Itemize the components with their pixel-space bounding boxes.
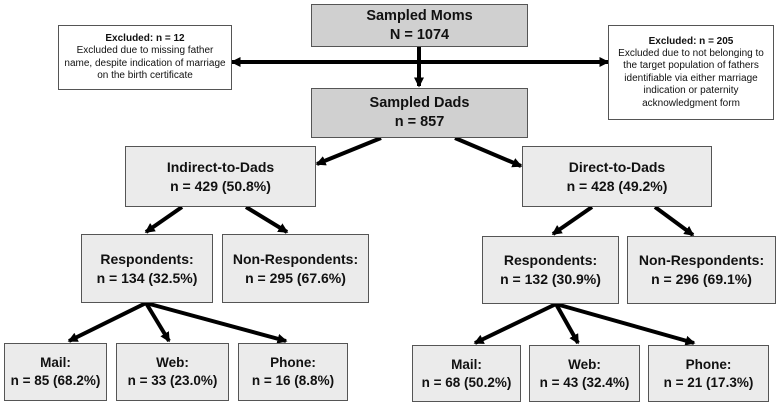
arrow-dir-resp-to-web (554, 303, 580, 345)
indirect-web-title: Web: (156, 355, 189, 370)
arrow-direct-to-respondents (551, 205, 594, 236)
direct-web-title: Web: (568, 356, 601, 372)
indirect-mail-title: Mail: (40, 355, 71, 370)
sampled-dads-box: Sampled Dads n = 857 (311, 88, 528, 138)
indirect-phone-title: Phone: (270, 355, 316, 370)
indirect-mail-count: n = 85 (68.2%) (10, 373, 101, 388)
arrow-dads-to-indirect (315, 136, 382, 166)
indirect-phone-box: Phone: n = 16 (8.8%) (238, 343, 348, 401)
direct-respondents-title: Respondents: (503, 252, 598, 268)
sampled-dads-title: Sampled Dads (369, 95, 470, 111)
arrow-indirect-to-nonrespondents (244, 205, 289, 234)
direct-nonrespondents-title: Non-Respondents: (638, 252, 765, 268)
indirect-to-dads-box: Indirect-to-Dads n = 429 (50.8%) (125, 146, 316, 207)
sampled-dads-count: n = 857 (394, 114, 445, 130)
excluded-left-text: Excluded due to missing father name, des… (64, 45, 226, 82)
direct-count: n = 428 (49.2%) (566, 177, 668, 194)
direct-respondents-count: n = 132 (30.9%) (500, 271, 601, 287)
direct-nonrespondents-count: n = 296 (69.1%) (651, 271, 752, 287)
direct-to-dads-box: Direct-to-Dads n = 428 (49.2%) (522, 146, 712, 207)
arrow-ind-resp-to-phone (145, 301, 288, 344)
direct-web-box: Web: n = 43 (32.4%) (529, 345, 640, 402)
excluded-right-title: Excluded: n = 205 (648, 35, 734, 47)
indirect-nonrespondents-count: n = 295 (67.6%) (245, 269, 346, 286)
direct-web-count: n = 43 (32.4%) (539, 374, 630, 390)
direct-mail-title: Mail: (451, 356, 482, 372)
indirect-phone-count: n = 16 (8.8%) (251, 373, 335, 388)
arrow-dir-resp-to-mail (473, 302, 557, 345)
direct-nonrespondents-box: Non-Respondents: n = 296 (69.1%) (627, 236, 776, 304)
arrow-ind-resp-to-web (144, 301, 171, 343)
excluded-right-box: Excluded: n = 205 Excluded due to not be… (608, 25, 774, 120)
sampled-moms-title: Sampled Moms (366, 7, 473, 24)
direct-phone-title: Phone: (685, 356, 732, 372)
sampled-moms-count: N = 1074 (389, 26, 450, 43)
indirect-web-count: n = 33 (23.0%) (127, 373, 218, 388)
arrow-direct-to-nonrespondents (653, 205, 695, 237)
indirect-respondents-box: Respondents: n = 134 (32.5%) (81, 234, 213, 303)
indirect-title: Indirect-to-Dads (166, 158, 275, 175)
direct-title: Direct-to-Dads (568, 158, 666, 175)
indirect-nonrespondents-box: Non-Respondents: n = 295 (67.6%) (222, 234, 369, 303)
indirect-mail-box: Mail: n = 85 (68.2%) (4, 343, 107, 401)
excluded-left-box: Excluded: n = 12 Excluded due to missing… (58, 25, 232, 90)
indirect-respondents-count: n = 134 (32.5%) (96, 269, 198, 286)
direct-respondents-box: Respondents: n = 132 (30.9%) (482, 236, 619, 304)
indirect-nonrespondents-title: Non-Respondents: (232, 250, 359, 267)
indirect-respondents-title: Respondents: (100, 250, 194, 267)
arrow-ind-resp-to-mail (67, 301, 147, 343)
direct-phone-box: Phone: n = 21 (17.3%) (648, 345, 769, 402)
direct-mail-count: n = 68 (50.2%) (421, 374, 512, 390)
arrow-dads-to-direct (454, 136, 523, 168)
excluded-left-title: Excluded: n = 12 (105, 33, 185, 45)
indirect-web-box: Web: n = 33 (23.0%) (116, 343, 229, 401)
arrow-indirect-to-respondents (144, 205, 184, 234)
excluded-right-text: Excluded due to not belonging to the tar… (618, 47, 764, 109)
arrow-dir-resp-to-phone (555, 302, 696, 346)
indirect-count: n = 429 (50.8%) (170, 177, 271, 194)
direct-phone-count: n = 21 (17.3%) (663, 374, 754, 390)
direct-mail-box: Mail: n = 68 (50.2%) (412, 345, 521, 402)
sampled-moms-box: Sampled Moms N = 1074 (311, 4, 528, 47)
